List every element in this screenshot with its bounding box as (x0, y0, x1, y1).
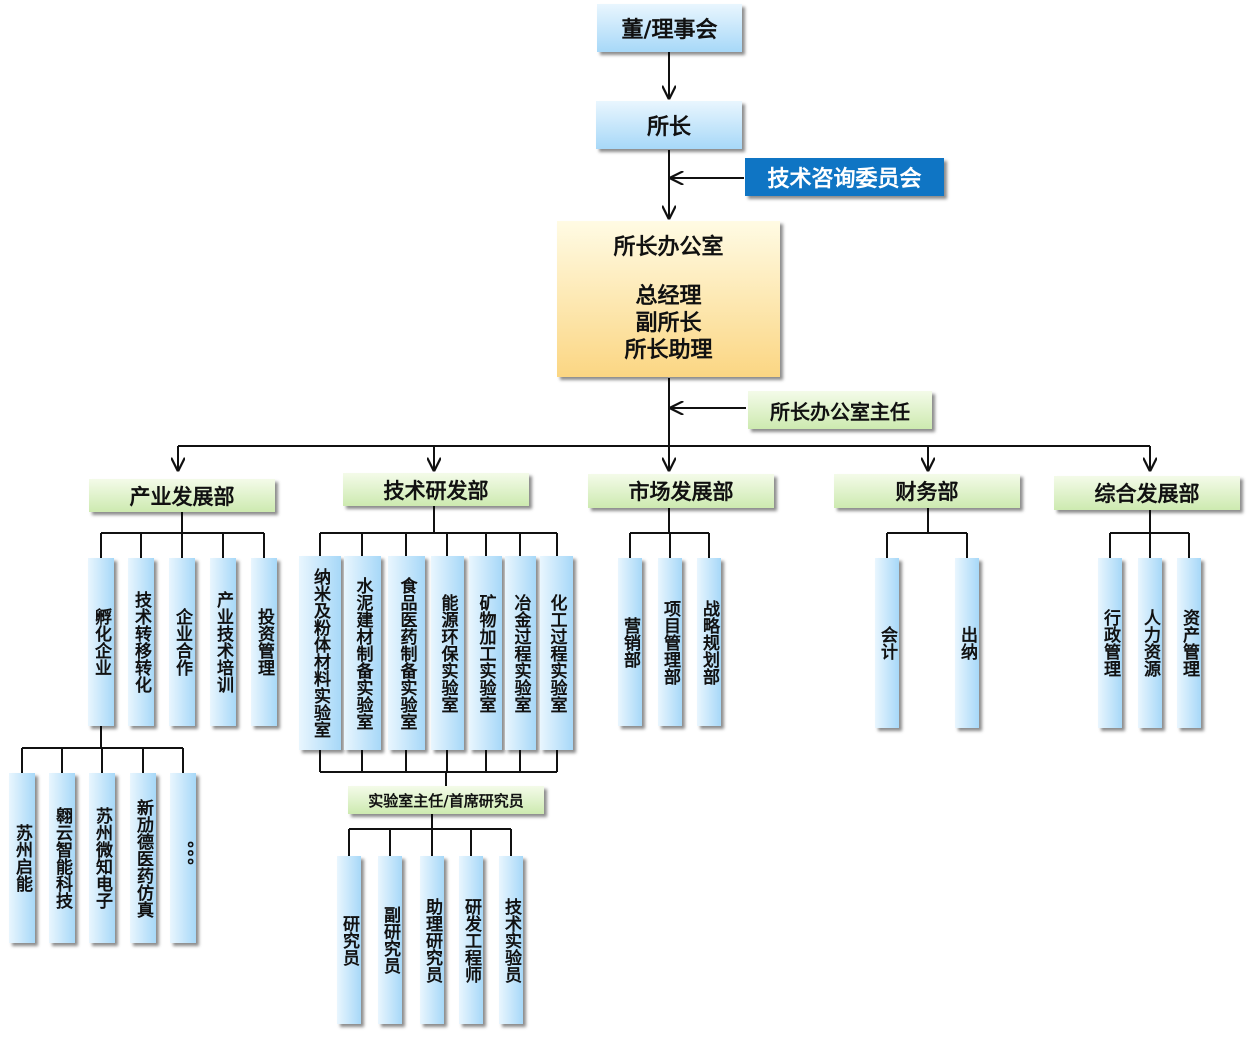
office-role: 所长助理 (624, 338, 713, 363)
market-unit: 战略规划部 (697, 558, 721, 726)
general-unit: 人力资源 (1138, 558, 1162, 728)
director-office-box: 所长办公室 总经理 副所长 所长助理 (557, 221, 780, 377)
rd-lab-label: 化工过程实验室 (546, 593, 567, 713)
general-unit-label: 人力资源 (1140, 609, 1160, 677)
researcher-role-label: 研发工程师 (461, 897, 481, 983)
board-box: 董/理事会 (597, 4, 742, 52)
director-label: 所长 (646, 115, 691, 140)
industry-unit-label: 企业合作 (172, 608, 192, 676)
finance-unit-label: 会计 (877, 626, 897, 660)
rd-lab: 矿物加工实验室 (469, 556, 502, 750)
incubated-company-label: 苏州启能 (12, 824, 32, 892)
researcher-role-label: 助理研究员 (422, 897, 442, 983)
researcher-role-label: 技术实验员 (501, 897, 521, 983)
office-role: 总经理 (635, 284, 702, 309)
office-title: 所长办公室 (613, 235, 724, 260)
rd-lab: 化工过程实验室 (540, 556, 573, 750)
finance-unit: 会计 (875, 558, 899, 728)
rd-lab-label: 水泥建材制备实验室 (352, 576, 373, 730)
lab-head-box: 实验室主任/首席研究员 (348, 786, 544, 814)
researcher-role-label: 副研究员 (380, 906, 400, 974)
rd-lab: 食品医药制备实验室 (388, 556, 425, 750)
incubated-company: 新劢德医药仿真 (130, 773, 156, 943)
market-unit: 营销部 (618, 558, 642, 726)
rd-lab-label: 食品医药制备实验室 (396, 576, 417, 730)
incubated-company-label: 。。。 (173, 841, 193, 875)
office-role: 副所长 (635, 311, 702, 336)
incubated-company-label: 苏州微知电子 (92, 807, 112, 909)
industry-unit-label: 技术转移转化 (131, 591, 151, 693)
incubated-company: 苏州启能 (9, 773, 35, 943)
general-unit: 行政管理 (1098, 558, 1122, 728)
researcher-role: 助理研究员 (420, 856, 444, 1024)
rd-lab: 水泥建材制备实验室 (344, 556, 381, 750)
board-label: 董/理事会 (621, 18, 718, 43)
dept-industry: 产业发展部 (89, 479, 275, 512)
incubated-company: 苏州微知电子 (89, 773, 115, 943)
general-unit: 资产管理 (1177, 558, 1201, 728)
advisory-committee-label: 技术咨询委员会 (767, 167, 922, 192)
market-unit-label: 营销部 (620, 616, 640, 668)
dept-rd: 技术研发部 (343, 473, 529, 506)
director-box: 所长 (596, 101, 742, 149)
market-unit-label: 项目管理部 (660, 599, 680, 685)
rd-lab-label: 冶金过程实验室 (510, 593, 531, 713)
industry-unit: 投资管理 (251, 558, 277, 726)
office-head-box: 所长办公室主任 (748, 391, 932, 429)
finance-unit: 出纳 (955, 558, 979, 728)
lab-head-label: 实验室主任/首席研究员 (368, 791, 524, 810)
rd-lab: 冶金过程实验室 (505, 556, 536, 750)
incubated-company-label: 新劢德医药仿真 (133, 798, 153, 918)
rd-lab: 能源环保实验室 (431, 556, 464, 750)
researcher-role: 副研究员 (378, 856, 402, 1024)
dept-finance-label: 财务部 (895, 480, 959, 504)
industry-unit-label: 产业技术培训 (213, 591, 233, 693)
dept-market-label: 市场发展部 (628, 480, 734, 504)
industry-unit-label: 投资管理 (254, 608, 274, 676)
dept-general: 综合发展部 (1054, 476, 1240, 510)
dept-market: 市场发展部 (588, 474, 774, 508)
researcher-role-label: 研究员 (339, 914, 359, 966)
dept-industry-label: 产业发展部 (129, 484, 235, 509)
general-unit-label: 行政管理 (1100, 609, 1120, 677)
researcher-role: 研发工程师 (459, 856, 483, 1024)
advisory-committee-box: 技术咨询委员会 (745, 158, 944, 196)
incubated-company: 。。。 (170, 773, 196, 943)
rd-lab-label: 矿物加工实验室 (475, 593, 496, 713)
rd-lab-label: 能源环保实验室 (437, 593, 458, 713)
researcher-role: 技术实验员 (499, 856, 523, 1024)
industry-unit: 技术转移转化 (128, 558, 154, 726)
industry-unit: 产业技术培训 (210, 558, 236, 726)
industry-unit-label: 孵化企业 (91, 608, 111, 676)
rd-lab: 纳米及粉体材料实验室 (299, 556, 341, 750)
finance-unit-label: 出纳 (957, 626, 977, 660)
dept-rd-label: 技术研发部 (383, 478, 489, 503)
industry-unit: 企业合作 (169, 558, 195, 726)
office-head-label: 所长办公室主任 (770, 399, 910, 424)
dept-finance: 财务部 (834, 474, 1020, 508)
dept-general-label: 综合发展部 (1094, 482, 1200, 506)
incubated-company-label: 翱云智能科技 (52, 807, 72, 909)
industry-unit: 孵化企业 (88, 558, 114, 726)
rd-lab-label: 纳米及粉体材料实验室 (310, 568, 330, 738)
researcher-role: 研究员 (337, 856, 361, 1024)
general-unit-label: 资产管理 (1179, 609, 1199, 677)
market-unit-label: 战略规划部 (699, 599, 719, 685)
incubated-company: 翱云智能科技 (49, 773, 75, 943)
market-unit: 项目管理部 (658, 558, 682, 726)
